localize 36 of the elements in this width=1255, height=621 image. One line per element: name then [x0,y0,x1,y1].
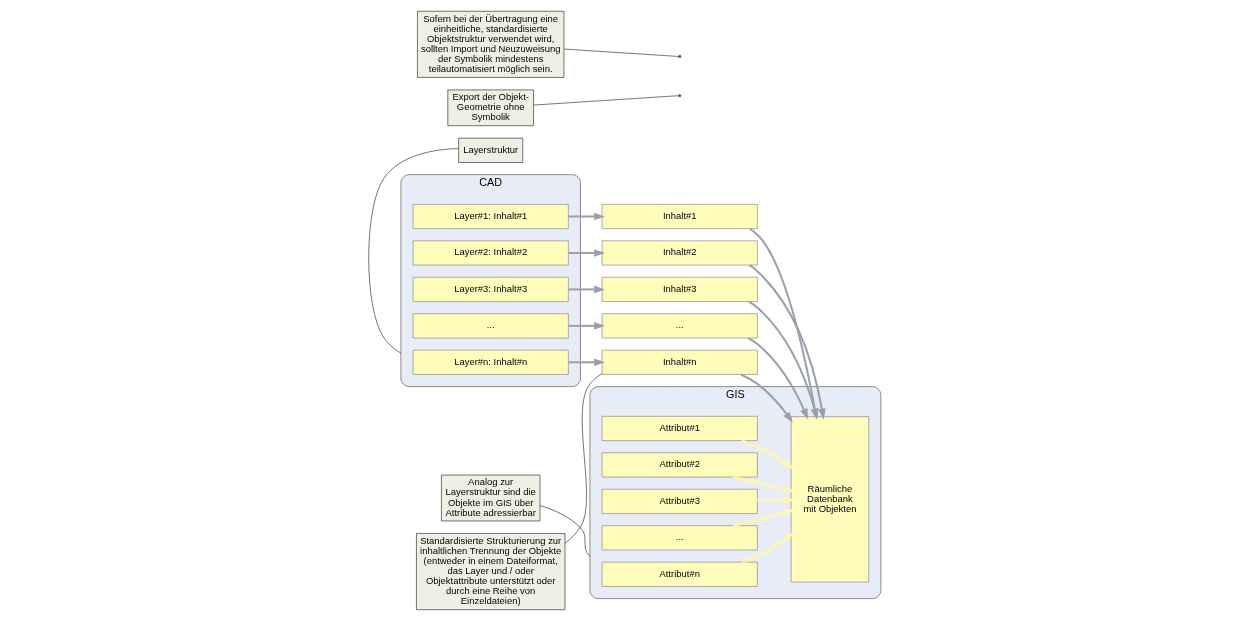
connector [563,48,679,57]
node-box: Inhalt#3 [601,276,758,302]
node-box: Layerstruktur [458,137,524,163]
node-box: Inhalt#1 [601,204,758,229]
node-box: Attribut#1 [601,416,758,441]
arrow [568,358,605,367]
connector [368,148,459,354]
arrow [740,373,793,423]
connector [533,95,679,106]
node-box: Sofern bei der Übertragung eine einheitliche, standardisierte Objektstruktur verwendet wird, sollten Import und Neuzuweisung der Symbolik mindestens teilautomatisiert möglich sein. [417,10,565,78]
node-box: Inhalt#n [601,349,758,375]
arrow [741,439,795,470]
node-box: Attribut#n [601,561,758,587]
arrow [568,285,605,294]
arrow [742,532,795,564]
node-box: Attribut#2 [601,452,758,478]
node-box: Inhalt#2 [601,240,758,266]
node-box: Layer#1: Inhalt#1 [412,204,569,229]
node-box: ... [412,313,569,339]
node-box: Layer#3: Inhalt#3 [412,276,569,302]
connector [539,505,591,557]
arrow [568,249,605,257]
arrow [568,322,605,330]
arrow [757,496,796,504]
node-box: Export der Objekt-Geometrie ohne Symbolik [447,89,534,127]
node-box: ... [601,525,758,551]
node-box: ... [601,313,758,339]
node-box: Attribut#3 [601,488,758,514]
node-box: Standardisierte Strukturierung zur inhaltlichen Trennung der Objekte (entweder in einem Dateiformat, das Layer und / oder Objektattribute unterstützt oder durch eine Reihe von Einzeldateien) [416,533,566,611]
node-box: Analog zur Layerstruktur sind die Objekte im GIS über Attribute adressierbar [441,474,541,522]
arrow [747,337,809,420]
node-box: Räumliche Datenbank mit Objekten [790,416,870,583]
connector [564,373,603,544]
arrow [568,212,605,221]
node-box: Layer#2: Inhalt#2 [412,240,569,266]
node-box: Layer#n: Inhalt#n [412,349,569,375]
